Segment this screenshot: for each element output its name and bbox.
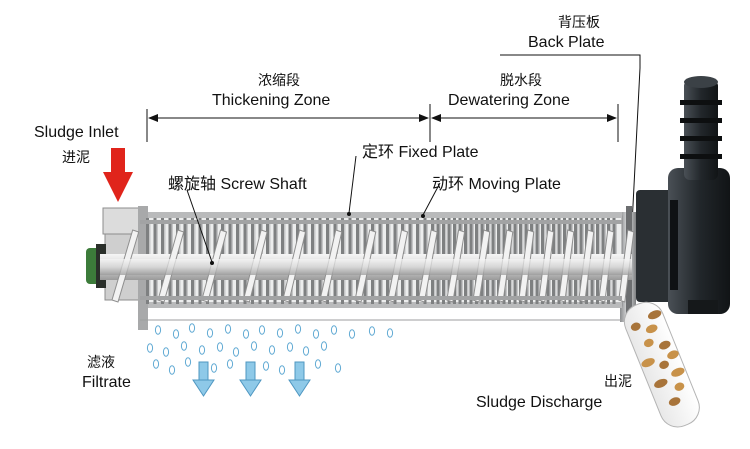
sludge-inlet-label-en: Sludge Inlet — [34, 124, 119, 141]
drive-motor — [636, 76, 730, 314]
sludge-inlet-label-zh: 进泥 — [62, 149, 90, 165]
sludge-discharge-label-en: Sludge Discharge — [476, 394, 603, 411]
filtrate-droplets — [146, 323, 394, 375]
dewatering-zone-label-en: Dewatering Zone — [448, 92, 570, 109]
dewatering-zone-label-zh: 脱水段 — [500, 72, 542, 88]
filtrate-label-zh: 滤液 — [87, 354, 115, 370]
moving-plate-label: 动环 Moving Plate — [432, 176, 561, 193]
screw-shaft-label: 螺旋轴 Screw Shaft — [168, 176, 307, 193]
sludge-inlet-arrow — [103, 148, 133, 202]
thickening-zone-label-en: Thickening Zone — [212, 92, 331, 109]
sludge-discharge-label-zh: 出泥 — [604, 373, 632, 389]
back-plate-label-en: Back Plate — [528, 34, 605, 51]
filtrate-arrow-3 — [288, 361, 311, 397]
screw-shaft — [100, 229, 635, 303]
back-plate-label-zh: 背压板 — [558, 14, 600, 30]
fixed-plate-label: 定环 Fixed Plate — [362, 144, 479, 161]
filtrate-label-en: Filtrate — [82, 374, 131, 391]
sludge-discharge-chute — [623, 301, 700, 428]
filtrate-arrow-1 — [192, 361, 215, 397]
filtrate-arrows — [192, 361, 311, 397]
thickening-zone-label-zh: 浓缩段 — [258, 72, 300, 88]
part-leaders — [186, 155, 441, 265]
zone-dimension-lines — [146, 104, 619, 142]
filtrate-arrow-2 — [239, 361, 262, 397]
tie-rods — [140, 220, 622, 300]
